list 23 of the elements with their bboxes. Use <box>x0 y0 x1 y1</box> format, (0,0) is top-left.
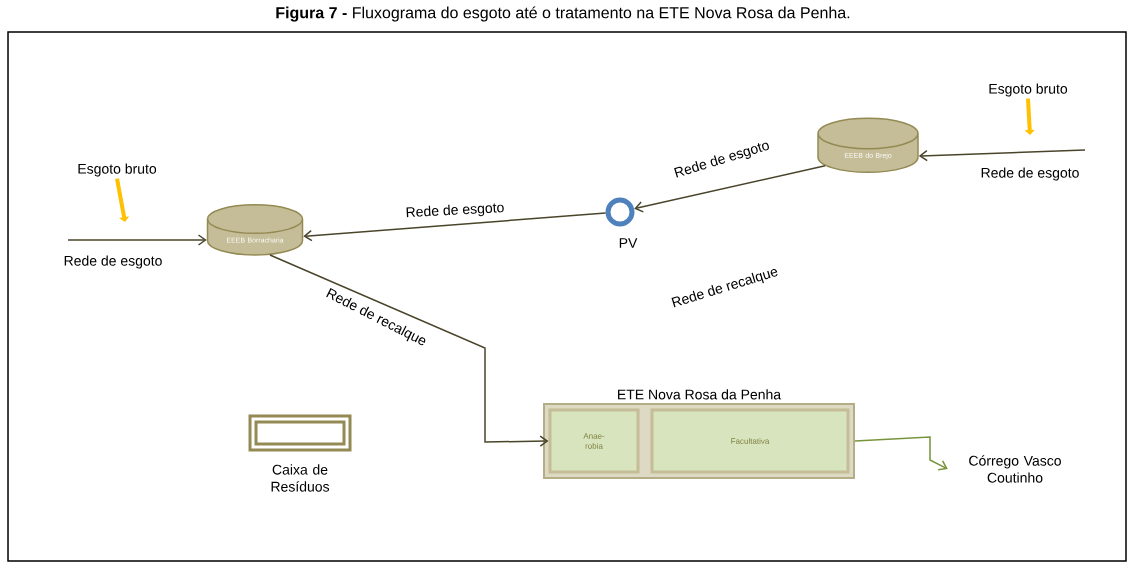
node-caption: Caixa de Resíduos <box>271 464 330 492</box>
box-symbol <box>248 414 352 452</box>
source-label: Esgoto bruto <box>78 163 157 177</box>
arrow <box>918 149 1086 162</box>
arrow <box>634 164 826 213</box>
ring-symbol <box>605 197 635 227</box>
lagoon-box: Anae-robia <box>548 408 640 474</box>
lagoon-box: Facultativa <box>650 408 850 474</box>
outlet-label: Córrego Vasco Coutinho <box>969 455 1061 483</box>
arrow <box>67 234 207 246</box>
source-label: Esgoto bruto <box>989 83 1068 97</box>
arrow <box>854 436 948 471</box>
edge-label: Rede de esgoto <box>404 200 506 222</box>
arrow <box>303 212 607 242</box>
figure-title: Figura 7 - Fluxograma do esgoto até o tratamento na ETE Nova Rosa da Penha. <box>276 6 850 22</box>
edge-label: Rede de esgoto <box>979 166 1081 182</box>
edge-label: Rede de esgoto <box>62 254 164 270</box>
arrow <box>115 178 130 222</box>
pipe-label: Rede de recalque <box>671 269 778 308</box>
node-label: ETE Nova Rosa da Penha <box>618 389 782 400</box>
arrow <box>269 254 549 447</box>
edge-label: Rede de esgoto <box>671 138 773 182</box>
node-caption: PV <box>619 238 638 248</box>
